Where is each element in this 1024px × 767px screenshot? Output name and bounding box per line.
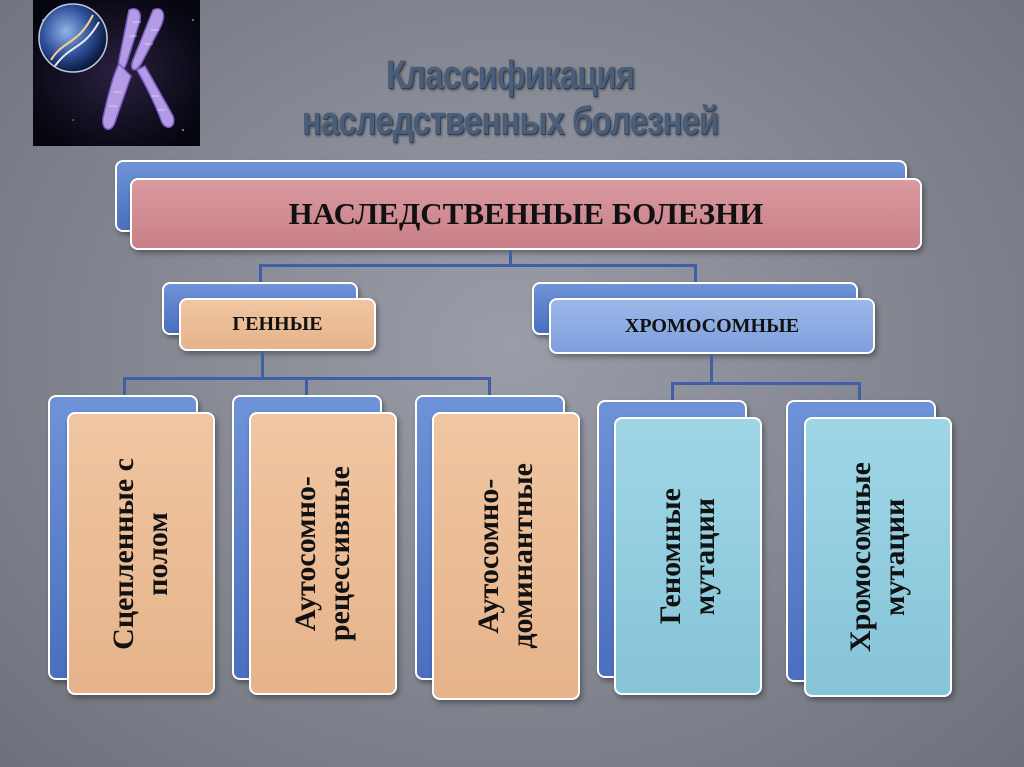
gene-label: ГЕННЫЕ [232,313,323,335]
leaf-autosomal-recessive-line1: Аутосомно- [289,476,322,631]
connector-leaf3 [488,377,491,395]
connector-leaf4 [671,382,674,400]
leaf-genomic-mutations-text: Геномные мутации [654,488,722,624]
title-line-1: Классификация [385,53,635,97]
leaf-chromosomal-mutations-line1: Хромосомные [844,461,877,653]
connector-gene-down [261,351,264,379]
leaf-chromosomal-mutations-text: Хромосомные мутации [844,462,912,652]
leaf-chromosomal-mutations-line2: мутации [878,498,911,616]
connector-leaf1 [123,377,126,395]
connector-to-gene [259,264,262,284]
leaf-autosomal-dominant-text: Аутосомно- доминантные [472,463,540,649]
gene-box: ГЕННЫЕ [179,298,376,351]
leaf-autosomal-dominant-line1: Аутосомно- [472,478,505,634]
leaf-autosomal-recessive-text: Аутосомно- рецессивные [289,466,357,641]
connector-chromo-down [710,354,713,384]
connector-leaf5 [858,382,861,400]
connector-to-chromo [694,264,697,284]
chromo-box: ХРОМОСОМНЫЕ [549,298,875,354]
root-label: НАСЛЕДСТВЕННЫЕ БОЛЕЗНИ [288,196,764,231]
leaf-genomic-mutations: Геномные мутации [614,417,762,695]
chromosome-dna-image [33,0,200,146]
connector-chromo-horizontal [671,382,861,385]
leaf-sex-linked-line1: Сцепленные с [107,457,140,650]
leaf-autosomal-recessive: Аутосомно- рецессивные [249,412,397,695]
leaf-autosomal-dominant-line2: доминантные [506,463,539,649]
leaf-sex-linked: Сцепленные с полом [67,412,215,695]
title-line-2: наследственных болезней [301,99,719,143]
leaf-autosomal-dominant: Аутосомно- доминантные [432,412,580,700]
leaf-sex-linked-text: Сцепленные с полом [107,458,175,650]
connector-leaf2 [305,377,308,395]
leaf-genomic-mutations-line1: Геномные [654,487,687,625]
leaf-genomic-mutations-line2: мутации [688,497,721,615]
chromo-label: ХРОМОСОМНЫЕ [624,314,800,337]
slide-title: Классификация наследственных болезней [160,52,860,144]
connector-level1-horizontal [259,264,696,267]
root-box: НАСЛЕДСТВЕННЫЕ БОЛЕЗНИ [130,178,922,250]
leaf-autosomal-recessive-line2: рецессивные [323,465,356,642]
leaf-chromosomal-mutations: Хромосомные мутации [804,417,952,697]
leaf-sex-linked-line2: полом [141,511,174,596]
connector-root [509,250,512,266]
